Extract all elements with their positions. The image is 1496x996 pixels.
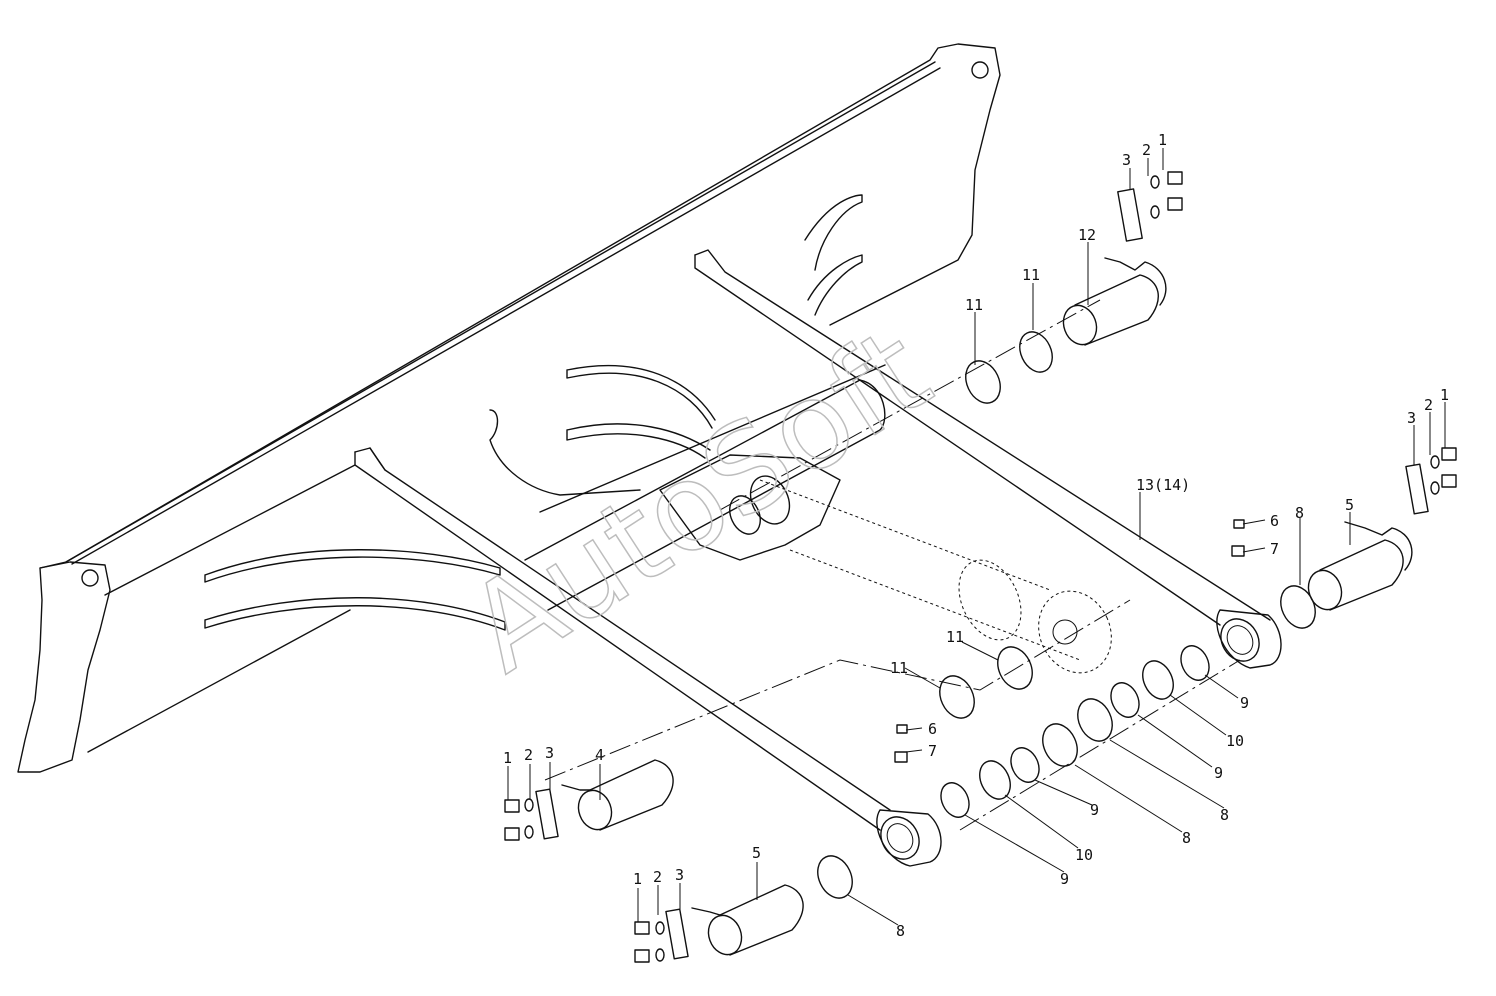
phantom-cylinder	[759, 479, 1112, 674]
leader-lines	[507, 148, 1446, 926]
callout-label: 1	[1440, 386, 1449, 404]
callout-label: 11	[965, 296, 983, 314]
callout-label: 5	[752, 844, 761, 862]
callout-label: 8	[1220, 806, 1229, 824]
pin-12	[1062, 257, 1167, 346]
callout-label: 6	[1270, 512, 1279, 530]
callout-label: 9	[1090, 801, 1099, 819]
callout-label: 7	[1270, 540, 1279, 558]
fasteners	[504, 171, 1457, 963]
callout-label: 9	[1060, 870, 1069, 888]
callout-label: 8	[896, 922, 905, 940]
callout-label: 8	[1182, 829, 1191, 847]
callout-label: 1	[633, 870, 642, 888]
rings	[817, 331, 1316, 899]
callout-label: 12	[1078, 226, 1096, 244]
callout-label: 7	[928, 742, 937, 760]
callout-label: 3	[545, 744, 554, 762]
pin-5-right	[1307, 521, 1413, 611]
callout-label: 2	[1424, 396, 1433, 414]
callout-label: 6	[928, 720, 937, 738]
callout-label: 8	[1295, 504, 1304, 522]
callout-label: 3	[675, 866, 684, 884]
callout-labels: 1 2 3 12 11 11 1 2 3 13(14) 6 7 8 5 11 1…	[503, 131, 1449, 940]
callout-label: 10	[1226, 732, 1244, 750]
callout-label: 9	[1240, 694, 1249, 712]
callout-label: 1	[1158, 131, 1167, 149]
callout-label: 3	[1407, 409, 1416, 427]
callout-label: 11	[1022, 266, 1040, 284]
callout-label: 1	[503, 749, 512, 767]
callout-label: 3	[1122, 151, 1131, 169]
pin-4	[561, 759, 674, 831]
callout-label: 11	[890, 659, 908, 677]
callout-label: 4	[595, 746, 604, 764]
callout-label: 9	[1214, 764, 1223, 782]
callout-label: 13(14)	[1136, 476, 1190, 494]
callout-label: 10	[1075, 846, 1093, 864]
callout-label: 5	[1345, 496, 1354, 514]
callout-label: 2	[524, 746, 533, 764]
watermark: AutoSoft	[445, 302, 953, 699]
push-arm-frame	[354, 249, 1282, 867]
callout-label: 2	[1142, 141, 1151, 159]
callout-label: 11	[946, 628, 964, 646]
callout-label: 2	[653, 868, 662, 886]
pin-5-left	[691, 884, 804, 956]
blade	[17, 43, 1001, 773]
center-axes	[544, 299, 1241, 831]
